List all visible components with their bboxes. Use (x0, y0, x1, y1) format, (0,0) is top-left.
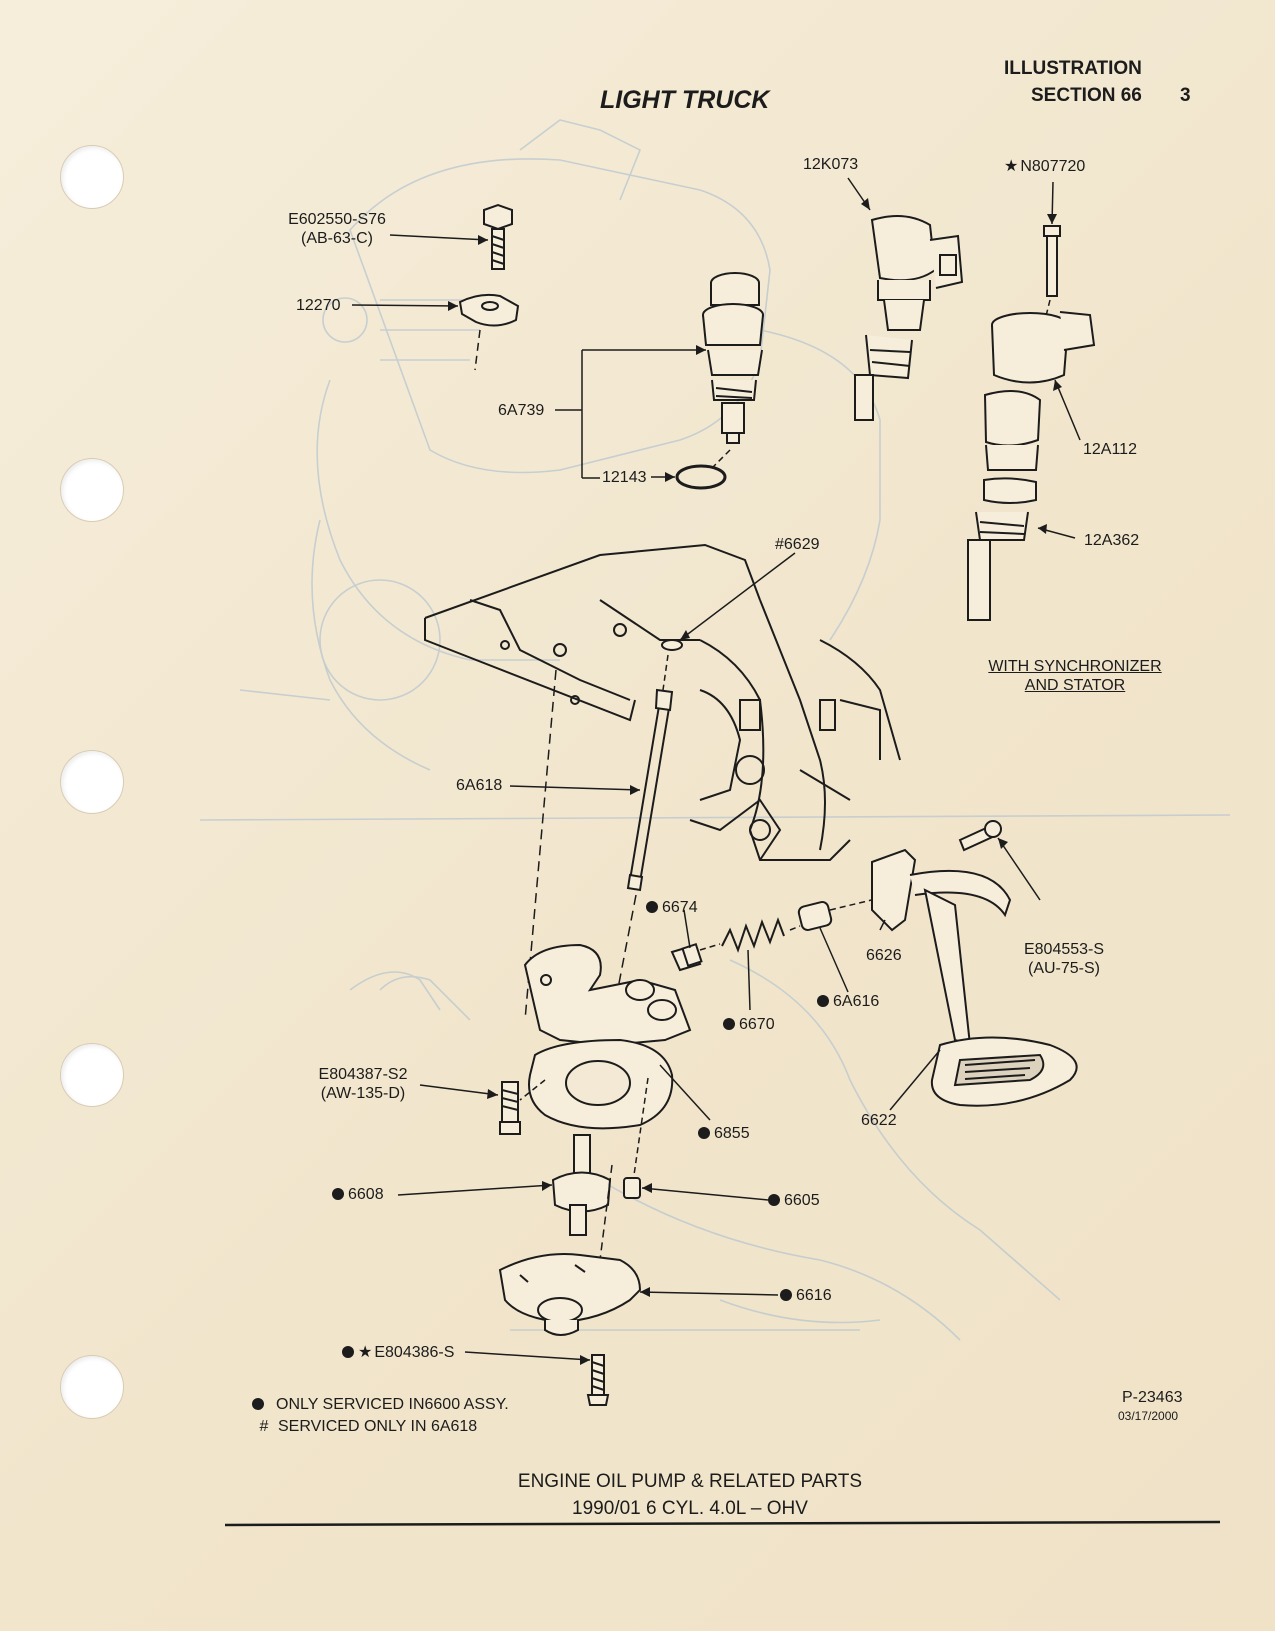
label-e804387-spec: (AW-135-D) (320, 1085, 406, 1102)
dipstick-tube-6a618 (626, 688, 674, 892)
binder-hole (60, 1355, 124, 1419)
header-section: SECTION 66 (1031, 85, 1142, 106)
label-6670: 6670 (723, 1015, 775, 1034)
drawing-date: 03/17/2000 (1118, 1409, 1179, 1423)
leader-lines (351, 177, 1081, 1361)
label-12143: 12143 (602, 469, 647, 486)
label-6608-text: 6608 (348, 1186, 384, 1203)
hash-symbol: # (259, 1418, 269, 1435)
legend-hash-row: # SERVICED ONLY IN 6A618 (252, 1416, 509, 1438)
bolt-e804553 (958, 820, 1002, 852)
caption-line1: ENGINE OIL PUMP & RELATED PARTS (517, 1471, 863, 1492)
label-12k073: 12K073 (803, 156, 859, 173)
legend: ONLY SERVICED IN6600 ASSY. # SERVICED ONL… (252, 1394, 509, 1438)
synchronizer-housing-12a112 (991, 311, 1096, 384)
filled-circle-icon (332, 1188, 344, 1200)
bolt-e804386 (586, 1354, 610, 1406)
bolt-e804387 (499, 1081, 521, 1135)
filled-circle-icon (768, 1194, 780, 1206)
stator-12a362 (967, 390, 1042, 621)
filled-circle-icon (698, 1127, 710, 1139)
rotor-shaft-6608 (551, 1134, 612, 1236)
pin-6605 (623, 1177, 641, 1199)
legend-hash-text: SERVICED ONLY IN 6A618 (278, 1418, 478, 1435)
label-6a739: 6A739 (498, 402, 545, 419)
binder-hole (60, 145, 124, 209)
gear-assembly-6a739 (702, 272, 764, 444)
star-icon: ★ (1004, 158, 1019, 175)
label-e804553-spec: (AU-75-S) (1027, 960, 1100, 977)
page-title: LIGHT TRUCK (600, 86, 770, 114)
label-6855-text: 6855 (714, 1125, 750, 1142)
header-illustration: ILLUSTRATION (1004, 58, 1142, 79)
legend-dot-row: ONLY SERVICED IN6600 ASSY. (252, 1394, 509, 1416)
filled-circle-icon (780, 1289, 792, 1301)
engine-block-plate (424, 543, 901, 861)
label-n807720-text: N807720 (1020, 158, 1086, 175)
label-6605-text: 6605 (784, 1192, 820, 1209)
label-12a362: 12A362 (1084, 532, 1140, 549)
label-6855: 6855 (698, 1124, 750, 1143)
relief-valve-6674 (670, 943, 703, 972)
washer-6629 (661, 639, 683, 651)
ghost-engine-outline (199, 119, 1231, 1341)
label-e804553-number: E804553-S (1023, 941, 1105, 958)
binder-hole (60, 458, 124, 522)
label-6629: #6629 (775, 536, 820, 553)
label-6670-text: 6670 (739, 1016, 775, 1033)
sensor-12k073 (854, 215, 964, 421)
legend-dot-text: ONLY SERVICED IN6600 ASSY. (276, 1396, 509, 1413)
spring-6670 (721, 917, 785, 953)
label-6626: 6626 (866, 947, 902, 964)
label-6a616-text: 6A616 (833, 993, 880, 1010)
label-6608: 6608 (332, 1185, 384, 1204)
binder-hole (60, 1043, 124, 1107)
bolt-n807720 (1043, 225, 1061, 297)
header-page-number: 3 (1180, 85, 1191, 106)
leader-arrowheads (448, 198, 1062, 1365)
label-e804387: E804387-S2 (AW-135-D) (303, 1065, 423, 1103)
plug-6a616 (797, 901, 833, 931)
drawing-code: P-23463 (1122, 1389, 1183, 1406)
label-e602550-number: E602550-S76 (288, 211, 386, 228)
label-6616: 6616 (780, 1286, 832, 1305)
synchronizer-note: WITH SYNCHRONIZER AND STATOR (980, 657, 1170, 695)
bracket-12270 (458, 293, 520, 327)
label-n807720: ★N807720 (1004, 157, 1085, 176)
filled-circle-icon (723, 1018, 735, 1030)
label-e602550: E602550-S76 (AB-63-C) (282, 210, 392, 248)
filled-circle-icon (342, 1346, 354, 1358)
caption-line2: 1990/01 6 CYL. 4.0L – OHV (572, 1498, 808, 1519)
synchronizer-note-line1: WITH SYNCHRONIZER (988, 658, 1162, 675)
label-6605: 6605 (768, 1191, 820, 1210)
filled-circle-icon (252, 1398, 264, 1410)
oil-pickup-tube-6622 (871, 848, 1078, 1107)
label-12270: 12270 (296, 297, 341, 314)
bolt-e602550 (483, 203, 513, 270)
figure-caption: ENGINE OIL PUMP & RELATED PARTS 1990/01 … (390, 1468, 990, 1522)
label-e804386-text: E804386-S (374, 1344, 455, 1361)
binder-hole (60, 750, 124, 814)
filled-circle-icon (817, 995, 829, 1007)
o-ring-12143 (675, 464, 727, 490)
synchronizer-note-line2: AND STATOR (1024, 677, 1126, 694)
label-e804387-number: E804387-S2 (318, 1066, 408, 1083)
label-e804553: E804553-S (AU-75-S) (1014, 940, 1114, 978)
label-6674: 6674 (646, 898, 698, 917)
star-icon: ★ (358, 1344, 373, 1361)
label-6674-text: 6674 (662, 899, 698, 916)
filled-circle-icon (646, 901, 658, 913)
pump-cover-6616 (498, 1253, 642, 1336)
label-12a112: 12A112 (1083, 441, 1137, 458)
label-6616-text: 6616 (796, 1287, 832, 1304)
oil-pump-body-6855 (523, 943, 692, 1130)
label-e804386: ★E804386-S (342, 1343, 454, 1362)
label-6a616: 6A616 (817, 992, 879, 1011)
bottom-rule (224, 1520, 1221, 1527)
label-e602550-spec: (AB-63-C) (300, 230, 373, 247)
label-6622: 6622 (861, 1112, 897, 1129)
label-6a618: 6A618 (456, 777, 503, 794)
